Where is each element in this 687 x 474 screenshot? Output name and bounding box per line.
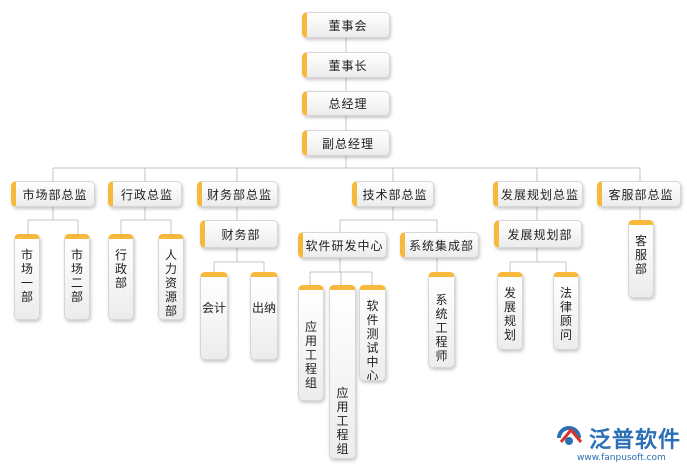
node-service-dept-label: 客服部 [634, 234, 647, 276]
node-market-1: 市场一部 [14, 234, 40, 320]
node-cashier: 出纳 [250, 272, 278, 360]
node-integration-dept: 系统集成部 [400, 232, 479, 258]
node-service-dept: 客服部 [628, 220, 654, 298]
node-finance-dept: 财务部 [200, 220, 278, 248]
node-planning-director: 发展规划总监 [493, 181, 583, 207]
node-tech-director: 技术部总监 [352, 181, 434, 207]
node-market-1-label: 市场一部 [20, 248, 33, 304]
node-accounting-label: 会计 [201, 301, 226, 315]
node-admin-dept: 行政部 [108, 234, 134, 320]
node-general-manager: 总经理 [302, 91, 390, 116]
node-planning-dept: 发展规划部 [494, 220, 582, 248]
node-chairman: 董事长 [302, 52, 390, 78]
node-market-director: 市场部总监 [11, 181, 95, 207]
node-software-center: 软件研发中心 [298, 232, 387, 258]
node-app-group-1-label: 应用工程组 [304, 320, 317, 390]
logo-name: 泛普软件 [589, 428, 682, 453]
node-market-2-label: 市场二部 [70, 248, 83, 304]
node-admin-director: 行政总监 [108, 181, 182, 207]
node-hr-dept-label: 人力资源部 [164, 248, 177, 318]
node-service-director: 客服部总监 [597, 181, 681, 207]
node-deputy-gm: 副总经理 [302, 130, 390, 156]
node-board: 董事会 [302, 12, 390, 38]
node-dev-plan-label: 发展规划 [503, 286, 516, 342]
node-legal: 法律顾问 [553, 272, 579, 350]
node-accounting: 会计 [200, 272, 228, 360]
node-market-2: 市场二部 [64, 234, 90, 320]
node-sys-engineer-label: 系统工程师 [435, 293, 448, 363]
node-legal-label: 法律顾问 [559, 286, 572, 342]
node-test-center: 软件测试中心 [359, 285, 386, 381]
logo-url: www.fanpusoft.com [577, 453, 666, 463]
node-finance-director: 财务部总监 [197, 181, 278, 207]
node-dev-plan: 发展规划 [497, 272, 523, 350]
node-app-group-1: 应用工程组 [298, 285, 324, 401]
node-admin-dept-label: 行政部 [114, 248, 127, 290]
node-app-group-2: 应用工程组 [329, 285, 356, 459]
node-app-group-2-label: 应用工程组 [336, 386, 349, 456]
node-sys-engineer: 系统工程师 [428, 272, 455, 368]
node-test-center-label: 软件测试中心 [366, 299, 379, 381]
logo-emblem-icon [557, 426, 583, 445]
node-hr-dept: 人力资源部 [158, 234, 184, 320]
brand-logo: 泛普软件 www.fanpusoft.com [555, 420, 683, 468]
node-cashier-label: 出纳 [251, 301, 276, 315]
